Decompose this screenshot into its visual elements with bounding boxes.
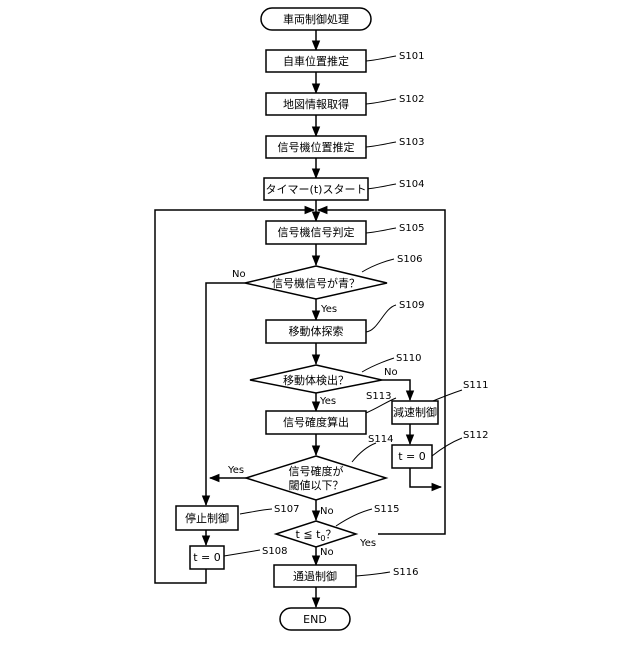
arrow-s112-join xyxy=(410,468,441,487)
node-s111: 減速制御 S111 xyxy=(392,380,488,424)
process-label-s101: 自車位置推定 xyxy=(283,54,349,68)
branch-no-s114: No xyxy=(320,506,334,517)
process-label-s102: 地図情報取得 xyxy=(283,98,349,111)
step-number-s110: S110 xyxy=(396,353,421,364)
leader-s115 xyxy=(336,509,372,526)
step-number-s104: S104 xyxy=(399,179,424,190)
node-s109: 移動体探索 S109 xyxy=(266,300,424,343)
step-number-s101: S101 xyxy=(399,51,424,62)
branch-yes-s110: Yes xyxy=(319,396,336,407)
node-s107: 停止制御 S107 xyxy=(176,504,299,530)
branch-no-s106: No xyxy=(232,269,246,280)
step-number-s105: S105 xyxy=(399,223,424,234)
process-label-s112: t = 0 xyxy=(398,450,426,463)
branch-yes-s106: Yes xyxy=(320,304,337,315)
node-s112: t = 0 S112 xyxy=(392,430,488,468)
leader-s106 xyxy=(362,259,394,272)
node-s102: 地図情報取得 S102 xyxy=(266,93,424,115)
step-number-s107: S107 xyxy=(274,504,299,515)
process-label-s116: 通過制御 xyxy=(293,569,337,583)
process-label-s111: 減速制御 xyxy=(393,405,437,419)
branch-yes-s114: Yes xyxy=(227,465,244,476)
node-start: 車両制御処理 xyxy=(261,8,371,30)
step-number-s102: S102 xyxy=(399,94,424,105)
decision-diamond-s114 xyxy=(246,456,386,500)
node-end: END xyxy=(280,608,350,630)
process-label-s104: タイマー(t)スタート xyxy=(266,183,367,196)
process-label-s108: t = 0 xyxy=(193,551,221,564)
node-s103: 信号機位置推定 S103 xyxy=(266,136,424,158)
decision-label-s106: 信号機信号が青？ xyxy=(272,276,360,290)
node-s116: 通過制御 S116 xyxy=(274,565,418,587)
s115-q: ？ xyxy=(325,528,336,541)
step-number-s106: S106 xyxy=(397,254,422,265)
process-label-s113: 信号確度算出 xyxy=(283,415,349,429)
step-number-s112: S112 xyxy=(463,430,488,441)
terminal-end-label: END xyxy=(303,613,327,626)
leader-s103 xyxy=(366,142,396,147)
leader-s112 xyxy=(432,438,462,456)
node-s105: 信号機信号判定 S105 xyxy=(266,221,424,244)
step-number-s109: S109 xyxy=(399,300,424,311)
leader-s114 xyxy=(352,443,376,462)
step-number-s113: S113 xyxy=(366,391,391,402)
s115-le: ≦ xyxy=(303,528,312,541)
node-s108: t = 0 S108 xyxy=(190,546,287,569)
step-number-s115: S115 xyxy=(374,504,399,515)
leader-s107 xyxy=(240,509,272,514)
decision-label-s114-line1: 信号確度が xyxy=(289,464,344,478)
decision-label-s114-line2: 閾値以下？ xyxy=(289,479,344,492)
step-number-s111: S111 xyxy=(463,380,488,391)
leader-s101 xyxy=(366,56,396,61)
branch-yes-s115: Yes xyxy=(359,538,376,549)
leader-s105 xyxy=(366,228,396,233)
leader-s102 xyxy=(366,99,396,104)
step-number-s116: S116 xyxy=(393,567,418,578)
step-number-s114: S114 xyxy=(368,434,393,445)
step-number-s108: S108 xyxy=(262,546,287,557)
step-leaders xyxy=(224,56,462,576)
step-number-s103: S103 xyxy=(399,137,424,148)
process-label-s105: 信号機信号判定 xyxy=(278,225,355,239)
leader-s116 xyxy=(356,572,390,576)
decision-label-s115: t ≦ t0？ xyxy=(296,528,337,543)
branch-no-s110: No xyxy=(384,367,398,378)
process-label-s107: 停止制御 xyxy=(185,511,229,525)
leader-s108 xyxy=(224,550,260,556)
node-s101: 自車位置推定 S101 xyxy=(266,50,424,72)
branch-no-s115: No xyxy=(320,547,334,558)
node-s104: タイマー(t)スタート S104 xyxy=(264,178,424,200)
process-label-s109: 移動体探索 xyxy=(289,324,344,338)
process-label-s103: 信号機位置推定 xyxy=(278,140,355,154)
terminal-start-label: 車両制御処理 xyxy=(283,12,349,26)
leader-s109 xyxy=(366,305,396,332)
leader-s104 xyxy=(366,184,396,189)
decision-label-s110: 移動体検出？ xyxy=(283,373,349,387)
s115-t: t xyxy=(296,528,301,541)
